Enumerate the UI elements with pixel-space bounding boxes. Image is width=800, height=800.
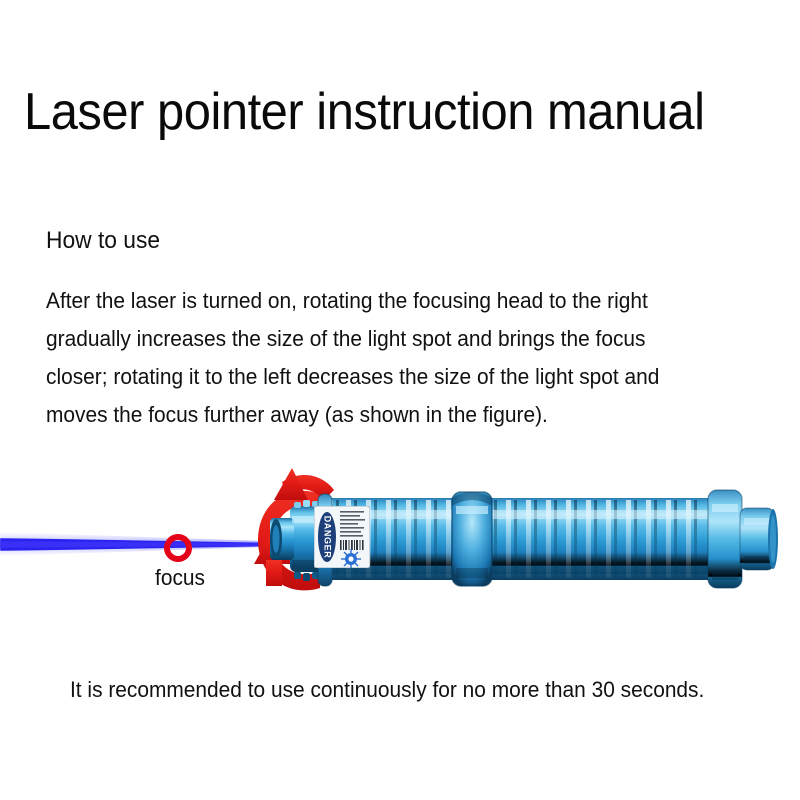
laser-illustration: focus	[0, 440, 800, 640]
section-heading-how-to-use: How to use	[46, 227, 161, 254]
beam-hotspot	[0, 541, 282, 548]
laser-burst-icon	[341, 549, 361, 569]
laser-beam-icon	[0, 440, 300, 640]
instruction-paragraph: After the laser is turned on, rotating t…	[46, 282, 692, 434]
focus-label: focus	[155, 565, 205, 590]
instruction-line: gradually increases the size of the ligh…	[46, 326, 646, 351]
instruction-line: closer; rotating it to the left decrease…	[46, 364, 660, 389]
danger-text: DANGER	[323, 516, 333, 559]
usage-recommendation-note: It is recommended to use continuously fo…	[70, 677, 705, 702]
instruction-line: moves the focus further away (as shown i…	[46, 402, 548, 427]
laser-pointer-icon: DANGER	[270, 480, 782, 600]
instruction-line: After the laser is turned on, rotating t…	[46, 288, 648, 313]
danger-warning-label: DANGER	[313, 505, 371, 569]
page-title: Laser pointer instruction manual	[24, 83, 705, 141]
focus-point-icon	[164, 534, 192, 562]
